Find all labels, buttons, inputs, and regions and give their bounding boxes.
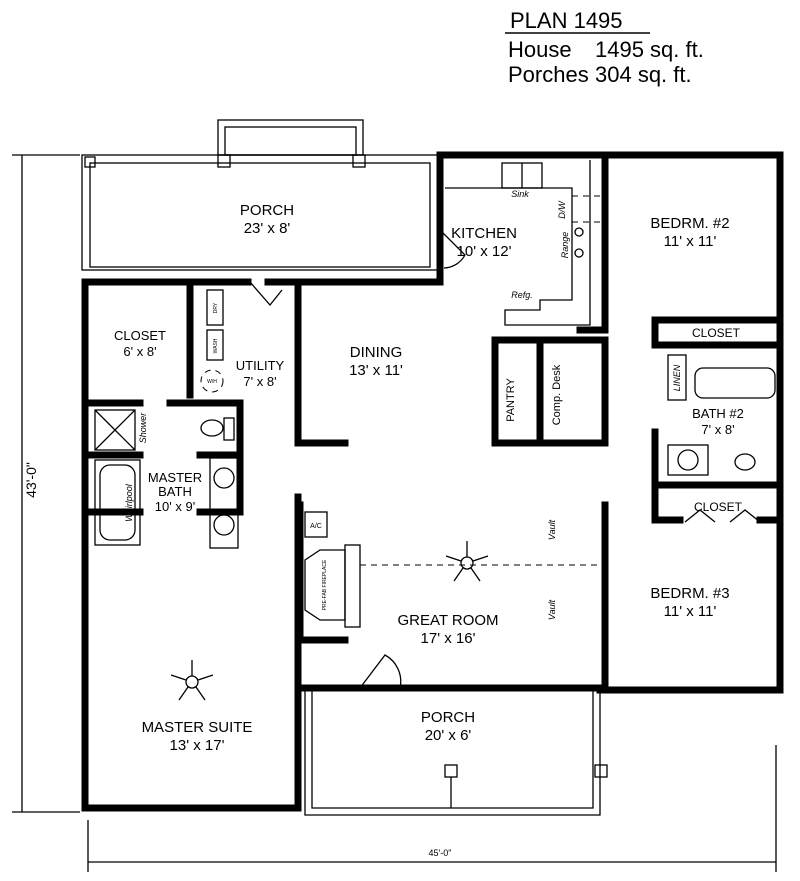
bath2-name: BATH #2 (692, 406, 744, 421)
house-label: House (508, 37, 572, 62)
bedroom3-name: BEDRM. #3 (650, 585, 729, 602)
closet-master-size: 6' x 8' (123, 344, 156, 359)
plan-title: PLAN 1495 (510, 8, 623, 33)
refrigerator-label: Refg. (511, 290, 533, 300)
great-room-fixtures: A/C PRE-FAB FIREPLACE Vault Vault (304, 511, 605, 689)
master-bath-fixtures: Shower Whirlpool (94, 409, 239, 549)
porch-rear-size: 23' x 8' (244, 220, 291, 237)
width-label: 45'-0" (429, 848, 452, 858)
fireplace-label: PRE-FAB FIREPLACE (322, 559, 328, 610)
closet-master-name: CLOSET (114, 328, 166, 343)
room-labels: PORCH 23' x 8' KITCHEN 10' x 12' BEDRM. … (114, 202, 744, 754)
closet-doors (684, 509, 761, 523)
dining-size: 13' x 11' (349, 362, 403, 379)
bath2-fixtures: LINEN (667, 354, 776, 476)
dining-name: DINING (350, 344, 403, 361)
porches-area: 304 sq. ft. (595, 62, 692, 87)
bedroom2-size: 11' x 11' (664, 233, 717, 250)
whirlpool-label: Whirlpool (124, 483, 134, 522)
master-suite-name: MASTER SUITE (142, 719, 253, 736)
kitchen-name: KITCHEN (451, 225, 517, 242)
ac-label: A/C (310, 523, 322, 530)
bath2-size: 7' x 8' (701, 422, 734, 437)
front-porch-structure (304, 690, 608, 816)
great-room-size: 17' x 16' (421, 630, 476, 647)
vault-label-upper: Vault (547, 519, 557, 540)
pantry-label: PANTRY (505, 378, 517, 422)
bedroom3-size: 11' x 11' (664, 603, 717, 620)
washer-label: WASH (213, 338, 219, 353)
ceiling-fan-icon (170, 660, 214, 701)
master-bath-size: 10' x 9' (155, 499, 195, 514)
kitchen-fixtures: Sink D/W Range Refg. PANTRY Comp. Desk (439, 160, 600, 425)
kitchen-size: 10' x 12' (457, 243, 512, 260)
sink-label: Sink (511, 189, 529, 199)
utility-name: UTILITY (236, 358, 285, 373)
dryer-label: DRY (213, 302, 219, 313)
closet-bed3-name: CLOSET (694, 500, 743, 514)
great-room-name: GREAT ROOM (397, 612, 498, 629)
depth-label: 43'-0" (23, 462, 39, 498)
shower-label: Shower (138, 412, 148, 444)
rear-porch-structure (81, 119, 439, 271)
dimension-depth: 43'-0" (12, 154, 80, 813)
vault-label-lower: Vault (547, 599, 557, 620)
utility-fixtures: DRY WASH W/H (200, 281, 283, 393)
plan-header: PLAN 1495 House 1495 sq. ft. Porches 304… (505, 8, 704, 87)
comp-desk-label: Comp. Desk (551, 364, 563, 425)
ceiling-fan-icon (445, 541, 489, 582)
master-suite-size: 13' x 17' (170, 737, 225, 754)
porch-rear-name: PORCH (240, 202, 294, 219)
bedroom2-name: BEDRM. #2 (650, 215, 729, 232)
closet-bed2-name: CLOSET (692, 326, 741, 340)
dishwasher-label: D/W (557, 200, 567, 219)
range-label: Range (560, 232, 570, 259)
dimension-width: 45'-0" (87, 745, 777, 872)
house-area: 1495 sq. ft. (595, 37, 704, 62)
water-heater-label: W/H (207, 379, 217, 385)
porch-front-name: PORCH (421, 709, 475, 726)
porches-label: Porches (508, 62, 589, 87)
utility-size: 7' x 8' (243, 374, 276, 389)
linen-label: LINEN (672, 364, 682, 391)
porch-front-size: 20' x 6' (425, 727, 472, 744)
walls (81, 151, 784, 812)
